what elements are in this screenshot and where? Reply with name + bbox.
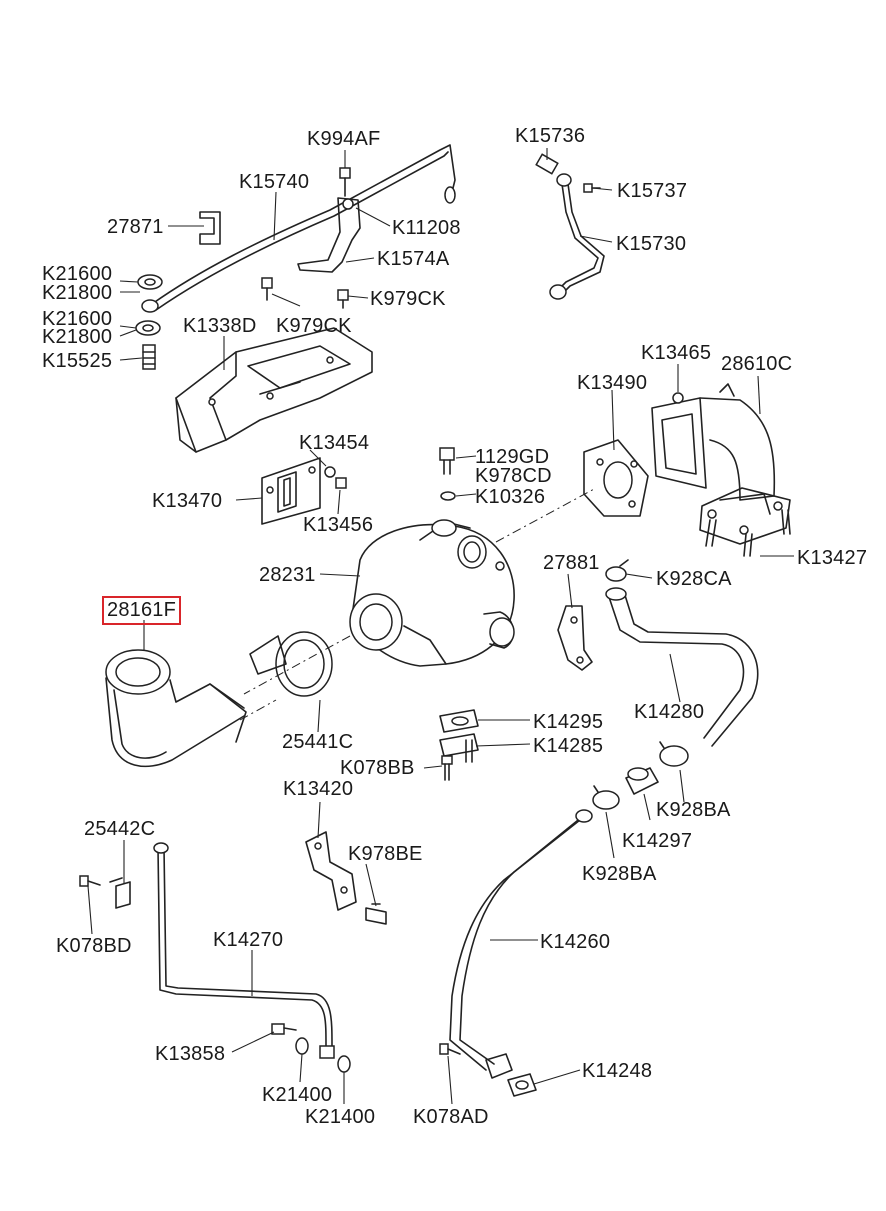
label-k978be[interactable]: K978BE: [348, 843, 423, 865]
washer-k10326: [440, 491, 456, 501]
label-1129gd[interactable]: 1129GD: [475, 446, 550, 468]
bolt-k078bd: [79, 875, 101, 887]
washers-k21600-k21800: [135, 274, 163, 370]
label-k928ca[interactable]: K928CA: [656, 568, 732, 590]
label-k21600-top[interactable]: K21600: [42, 263, 113, 285]
pipe-k15730: [549, 173, 605, 300]
turbocharger-28231: [349, 519, 515, 667]
label-k928ba-bottom[interactable]: K928BA: [582, 863, 657, 885]
label-k15525[interactable]: K15525: [42, 350, 113, 372]
label-k078bb[interactable]: K078BB: [340, 757, 415, 779]
bolt-k994af: [339, 167, 351, 197]
label-k15737[interactable]: K15737: [617, 180, 688, 202]
clip-25442c: [109, 877, 131, 909]
bracket-k13420: [305, 831, 357, 911]
label-k14297[interactable]: K14297: [622, 830, 693, 852]
label-k14295[interactable]: K14295: [533, 711, 604, 733]
bolt-k979ck: [261, 277, 349, 309]
label-k928ba-right[interactable]: K928BA: [656, 799, 731, 821]
label-k1338d[interactable]: K1338D: [183, 315, 257, 337]
elbow-28161f: [105, 649, 247, 768]
label-27871[interactable]: 27871: [107, 216, 164, 238]
label-k078ad[interactable]: K078AD: [413, 1106, 489, 1128]
label-k979ck-right[interactable]: K979CK: [370, 288, 446, 310]
pipe-k14260: [449, 809, 593, 1079]
label-25441c[interactable]: 25441C: [282, 731, 354, 753]
label-28231[interactable]: 28231: [259, 564, 316, 586]
studs-k13427: [705, 509, 791, 557]
label-k15730[interactable]: K15730: [616, 233, 687, 255]
label-k14270[interactable]: K14270: [213, 929, 284, 951]
flange-k14285: [439, 733, 479, 763]
nut-k13456: [335, 477, 347, 489]
heat-shield-k1338d: [175, 327, 373, 453]
label-k14285[interactable]: K14285: [533, 735, 604, 757]
clamp-k928ca: [605, 559, 629, 582]
fitting-k15736: [535, 153, 559, 175]
tube-k14297: [625, 767, 659, 795]
nut-k13465: [672, 392, 684, 404]
label-25442c[interactable]: 25442C: [84, 818, 156, 840]
label-k14280[interactable]: K14280: [634, 701, 705, 723]
label-k21400-left[interactable]: K21400: [262, 1084, 333, 1106]
label-k21400-right[interactable]: K21400: [305, 1106, 376, 1128]
label-k21800-top[interactable]: K21800: [42, 282, 113, 304]
oil-feed-pipe-k15740: [141, 144, 456, 313]
label-k14260[interactable]: K14260: [540, 931, 611, 953]
label-k13427[interactable]: K13427: [797, 547, 868, 569]
label-28610c[interactable]: 28610C: [721, 353, 793, 375]
gasket-k13490: [583, 439, 649, 517]
bracket-27881: [557, 605, 593, 671]
label-k15740[interactable]: K15740: [239, 171, 310, 193]
clip-27871: [199, 211, 221, 245]
label-k21600-bottom[interactable]: K21600: [42, 308, 113, 330]
gasket-k13470: [261, 457, 321, 525]
label-k13470[interactable]: K13470: [152, 490, 223, 512]
label-k13465[interactable]: K13465: [641, 342, 712, 364]
label-k13454[interactable]: K13454: [299, 432, 370, 454]
label-k15736[interactable]: K15736: [515, 125, 586, 147]
nut-k13454: [324, 466, 336, 478]
label-k994af[interactable]: K994AF: [307, 128, 381, 150]
gasket-k14295: [439, 709, 479, 733]
bolt-1129gd: [439, 447, 455, 475]
label-k13858[interactable]: K13858: [155, 1043, 226, 1065]
label-k13456[interactable]: K13456: [303, 514, 374, 536]
label-27881[interactable]: 27881: [543, 552, 600, 574]
bolt-k078bb: [441, 755, 453, 781]
bolt-k078ad: [439, 1043, 461, 1055]
leader-lines: [87, 148, 794, 1105]
label-k14248[interactable]: K14248: [582, 1060, 653, 1082]
label-k11208[interactable]: K11208: [392, 217, 461, 239]
label-k13420[interactable]: K13420: [283, 778, 354, 800]
clamp-k928ba-upper: [659, 741, 689, 767]
label-k979ck-left[interactable]: K979CK: [276, 315, 352, 337]
pipe-k14270: [153, 842, 335, 1059]
label-k078bd[interactable]: K078BD: [56, 935, 132, 957]
label-k10326[interactable]: K10326: [475, 486, 546, 508]
label-k21800-bottom[interactable]: K21800: [42, 326, 113, 348]
label-28161f-highlighted[interactable]: 28161F: [102, 596, 182, 625]
label-k13490[interactable]: K13490: [577, 372, 648, 394]
gasket-k14248: [507, 1073, 537, 1097]
clamp-25441c: [249, 631, 333, 697]
bolt-k978be: [365, 903, 387, 925]
clamp-k928ba-lower: [592, 785, 620, 810]
exhaust-elbow-28610c: [651, 383, 791, 545]
bolt-k13858: [271, 1023, 297, 1035]
label-k978cd[interactable]: K978CD: [475, 465, 552, 487]
bracket-k11208: [297, 197, 361, 273]
hose-k14280: [605, 587, 759, 747]
assembly-axes: [239, 487, 597, 721]
label-k1574a[interactable]: K1574A: [377, 248, 450, 270]
